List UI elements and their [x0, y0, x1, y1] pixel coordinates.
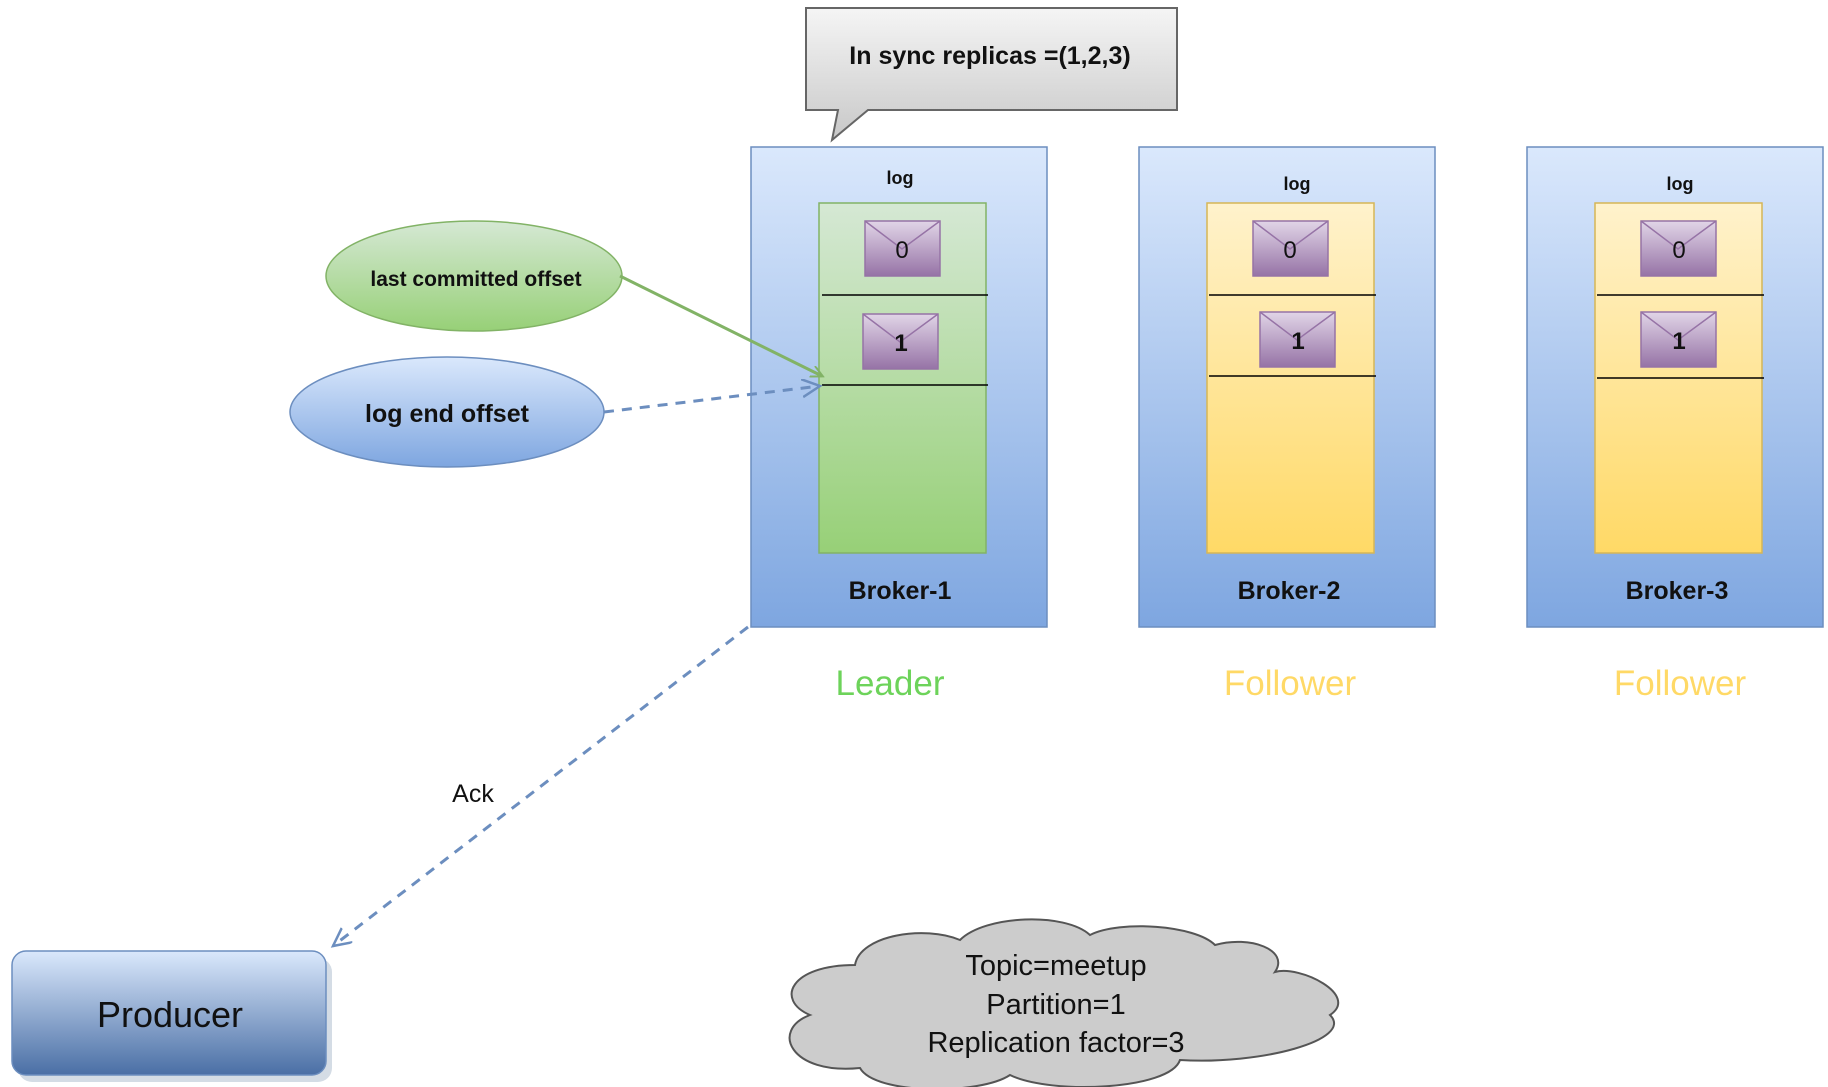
broker-2-log-label: log [1284, 174, 1311, 194]
topic-line: Topic=meetup [965, 950, 1146, 982]
broker-1-role: Leader [836, 664, 945, 703]
broker-1: log 0 1 Broker-1 [750, 146, 1048, 628]
topic-cloud: Topic=meetup Partition=1 Replication fac… [788, 918, 1340, 1087]
broker-3-log-label: log [1667, 174, 1694, 194]
broker-3-name: Broker-3 [1626, 577, 1729, 605]
partition-line: Partition=1 [986, 989, 1125, 1021]
message-offset: 1 [894, 330, 907, 357]
ack-label: Ack [452, 780, 494, 808]
log-end-offset-node: log end offset [289, 356, 605, 468]
producer-node: Producer [11, 950, 332, 1082]
broker-1-log-label: log [887, 168, 914, 188]
log-end-offset-label: log end offset [365, 400, 530, 428]
broker-3-role: Follower [1614, 664, 1747, 703]
message-offset: 0 [1283, 237, 1296, 264]
message-offset: 0 [1672, 237, 1685, 264]
producer-label: Producer [97, 994, 243, 1035]
message-icon: 0 [1640, 220, 1717, 277]
isr-callout: In sync replicas =(1,2,3) [805, 7, 1178, 143]
replication-factor-line: Replication factor=3 [927, 1027, 1184, 1059]
last-committed-offset-arrow [619, 274, 822, 376]
ack-arrow [333, 625, 749, 946]
isr-callout-text: In sync replicas =(1,2,3) [849, 42, 1130, 70]
last-committed-offset-label: last committed offset [370, 268, 581, 291]
log-end-offset-arrow [603, 386, 820, 414]
broker-2-role: Follower [1224, 664, 1357, 703]
broker-3: log 0 1 Broker-3 [1526, 146, 1824, 628]
message-icon: 0 [864, 220, 941, 277]
broker-2-name: Broker-2 [1238, 577, 1341, 605]
message-offset: 1 [1672, 328, 1685, 355]
message-icon: 1 [862, 313, 939, 370]
message-offset: 1 [1291, 328, 1304, 355]
broker-1-name: Broker-1 [849, 577, 952, 605]
message-offset: 0 [895, 237, 908, 264]
broker-2: log 0 1 Broker-2 [1138, 146, 1436, 628]
last-committed-offset-node: last committed offset [325, 220, 623, 332]
message-icon: 1 [1259, 311, 1336, 368]
message-icon: 0 [1252, 220, 1329, 277]
message-icon: 1 [1640, 311, 1717, 368]
